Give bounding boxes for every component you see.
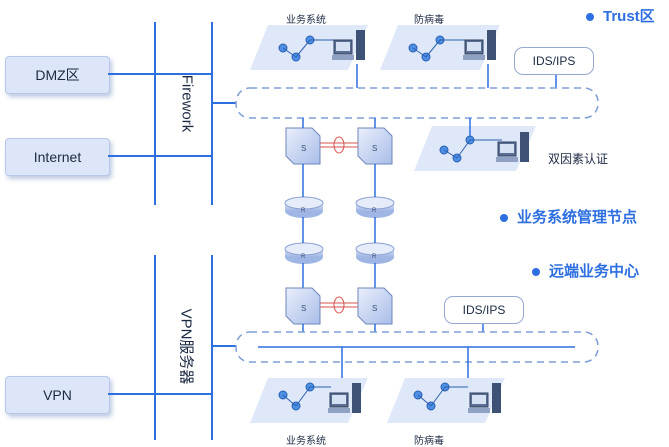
remote-center-title: 远端业务中心 — [532, 260, 639, 281]
router-1: R — [284, 196, 324, 218]
svg-text:R: R — [372, 254, 377, 260]
svg-text:S: S — [372, 304, 377, 313]
remote-bus-dashed — [235, 331, 599, 363]
business-mgmt-bullet-icon — [500, 214, 508, 223]
vpn-zone-label: VPN — [43, 387, 72, 403]
trust-bullet-icon — [586, 13, 594, 22]
bottom-business-label: 业务系统 — [286, 436, 326, 447]
left-bus-lines — [108, 22, 236, 440]
svg-text:S: S — [301, 304, 306, 313]
svg-text:R: R — [372, 208, 377, 214]
dmz-zone-box: DMZ区 — [5, 56, 110, 94]
ha-link-bottom — [320, 296, 358, 314]
svg-text:R: R — [301, 254, 306, 260]
trust-bus-dashed — [235, 87, 599, 119]
top-business-label: 业务系统 — [286, 15, 326, 26]
internet-zone-box: Internet — [5, 138, 110, 176]
business-mgmt-title: 业务系统管理节点 — [500, 206, 637, 227]
vpn-zone-box: VPN — [5, 376, 110, 414]
platform-top-antivirus — [380, 25, 500, 70]
firework-label: Firework — [178, 74, 196, 133]
internet-zone-label: Internet — [33, 149, 82, 165]
platform-two-factor — [414, 126, 536, 171]
router-2: R — [355, 196, 395, 218]
switch-top-left: S — [285, 127, 321, 165]
remote-center-bullet-icon — [532, 268, 540, 277]
platform-top-business — [250, 25, 368, 70]
svg-text:S: S — [301, 144, 306, 153]
platform-bottom-business — [250, 378, 368, 423]
trust-zone-title: Trust区 — [586, 5, 655, 26]
router-3: R — [284, 242, 324, 264]
svg-text:S: S — [372, 144, 377, 153]
router-4: R — [355, 242, 395, 264]
switch-top-right: S — [357, 127, 393, 165]
vpn-server-label: VPN服务器 — [177, 308, 195, 385]
top-antivirus-label: 防病毒 — [414, 15, 444, 26]
bottom-antivirus-label: 防病毒 — [414, 436, 444, 447]
ha-link-top — [320, 136, 358, 154]
ids-ips-box-top: IDS/IPS — [514, 47, 594, 75]
two-factor-label: 双因素认证 — [548, 152, 609, 166]
switch-bottom-right: S — [357, 287, 393, 325]
svg-text:R: R — [301, 208, 306, 214]
ids-ips-box-bottom: IDS/IPS — [444, 296, 524, 324]
dmz-zone-label: DMZ区 — [35, 67, 80, 83]
switch-bottom-left: S — [285, 287, 321, 325]
platform-bottom-antivirus — [387, 378, 505, 423]
